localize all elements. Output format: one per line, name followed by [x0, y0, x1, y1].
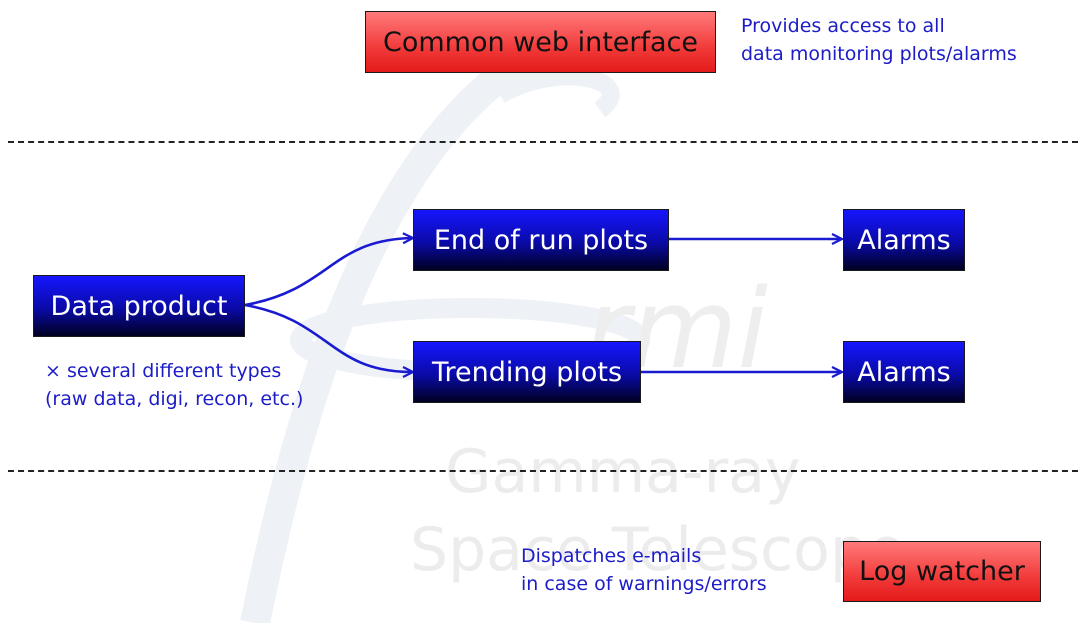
data-product-note: × several different types (raw data, dig… — [45, 357, 303, 413]
arrow-data-to-end-of-run — [244, 238, 412, 307]
log-watcher-note-line-1: Dispatches e-mails — [521, 545, 702, 567]
log-watcher-note: Dispatches e-mails in case of warnings/e… — [521, 542, 767, 598]
web-interface-note-line-2: data monitoring plots/alarms — [741, 43, 1017, 65]
separator-top — [8, 141, 1078, 143]
data-product-note-line-1: × several different types — [45, 360, 282, 382]
web-interface-note: Provides access to all data monitoring p… — [741, 12, 1017, 68]
log-watcher-box: Log watcher — [843, 541, 1041, 602]
web-interface-note-line-1: Provides access to all — [741, 15, 945, 37]
alarms-box-bottom: Alarms — [843, 341, 965, 403]
data-product-note-line-2: (raw data, digi, recon, etc.) — [45, 388, 304, 410]
watermark-line-2: Space Telescope — [410, 515, 905, 585]
watermark-line-1: Gamma-ray — [445, 437, 801, 507]
common-web-interface-box: Common web interface — [365, 11, 716, 73]
alarms-box-top: Alarms — [843, 209, 965, 271]
arrow-data-to-trending — [244, 303, 412, 372]
separator-bottom — [8, 470, 1078, 472]
log-watcher-note-line-2: in case of warnings/errors — [521, 573, 767, 595]
trending-plots-box: Trending plots — [413, 341, 641, 403]
end-of-run-plots-box: End of run plots — [413, 209, 669, 271]
data-product-box: Data product — [33, 275, 245, 337]
